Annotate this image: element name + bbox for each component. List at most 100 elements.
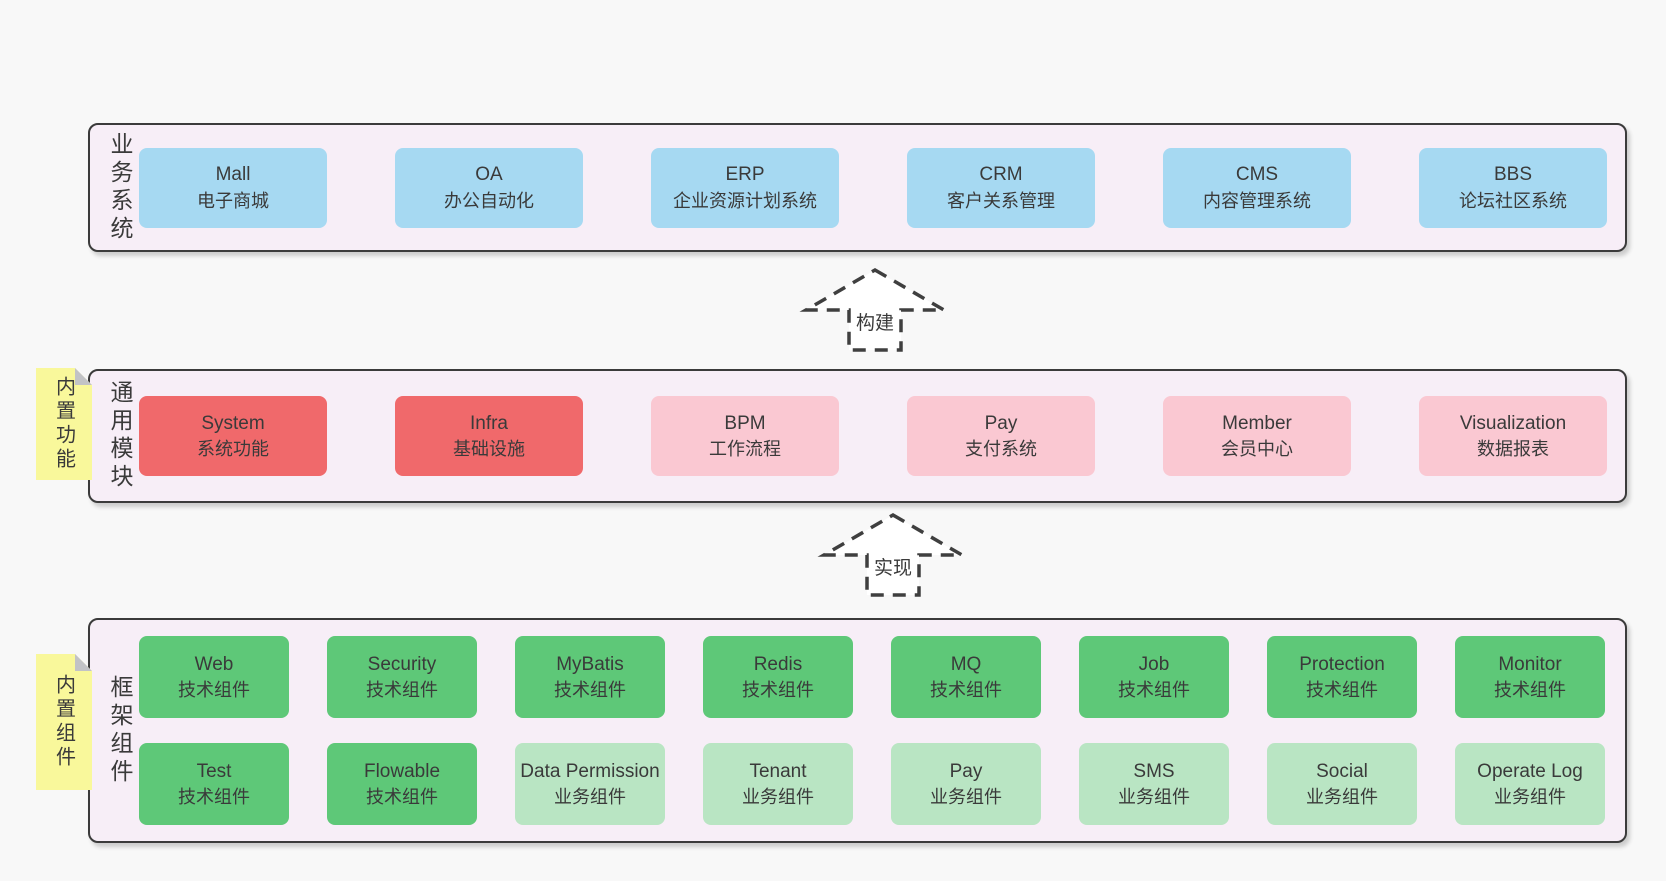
- box-subtitle: 会员中心: [1221, 439, 1293, 460]
- box-title: Visualization: [1459, 412, 1567, 434]
- sticky-note-built-in-functions: 内置功能: [36, 368, 92, 480]
- box-job: Job 技术组件: [1079, 636, 1229, 718]
- box-title: Web: [194, 653, 234, 675]
- box-mall: Mall 电子商城: [139, 147, 327, 228]
- box-subtitle: 技术组件: [742, 680, 814, 701]
- box-title: Infra: [469, 412, 509, 434]
- box-title: CRM: [979, 164, 1023, 186]
- box-infra: Infra 基础设施: [395, 396, 583, 476]
- box-subtitle: 业务组件: [930, 787, 1002, 808]
- box-title: ERP: [725, 164, 765, 186]
- components-row-2: Test 技术组件 Flowable 技术组件 Data Permission …: [139, 743, 1605, 825]
- box-protection: Protection 技术组件: [1267, 636, 1417, 718]
- layer-framework-components: 框架组件 Web 技术组件 Security 技术组件 MyBatis 技术组件…: [88, 618, 1627, 843]
- box-operate-log: Operate Log 业务组件: [1455, 743, 1605, 825]
- box-title: BPM: [724, 412, 766, 434]
- modules-box-row: System 系统功能 Infra 基础设施 BPM 工作流程 Pay 支付系统…: [133, 371, 1625, 501]
- box-data-permission: Data Permission 业务组件: [515, 743, 665, 825]
- box-subtitle: 业务组件: [554, 787, 626, 808]
- box-subtitle: 内容管理系统: [1203, 190, 1311, 211]
- box-title: MQ: [950, 653, 982, 675]
- box-flowable: Flowable 技术组件: [327, 743, 477, 825]
- layer-common-modules: 通用模块 System 系统功能 Infra 基础设施 BPM 工作流程 Pay…: [88, 369, 1627, 503]
- box-tenant: Tenant 业务组件: [703, 743, 853, 825]
- box-title: Monitor: [1498, 653, 1562, 675]
- box-subtitle: 基础设施: [453, 439, 525, 460]
- box-title: Test: [196, 760, 232, 782]
- box-web: Web 技术组件: [139, 636, 289, 718]
- box-erp: ERP 企业资源计划系统: [651, 147, 839, 228]
- box-social: Social 业务组件: [1267, 743, 1417, 825]
- box-title: Redis: [753, 653, 803, 675]
- box-title: Data Permission: [520, 760, 660, 782]
- box-test: Test 技术组件: [139, 743, 289, 825]
- components-row-1: Web 技术组件 Security 技术组件 MyBatis 技术组件 Redi…: [139, 636, 1605, 718]
- sticky-note-label: 内置功能: [52, 376, 75, 472]
- box-bbs: BBS 论坛社区系统: [1419, 147, 1607, 228]
- box-security: Security 技术组件: [327, 636, 477, 718]
- arrow-implement: 实现: [817, 511, 969, 599]
- box-pay-system: Pay 支付系统: [907, 396, 1095, 476]
- box-sms: SMS 业务组件: [1079, 743, 1229, 825]
- box-monitor: Monitor 技术组件: [1455, 636, 1605, 718]
- layer-components-label: 框架组件: [107, 674, 133, 787]
- box-title: Security: [367, 653, 437, 675]
- box-title: SMS: [1133, 760, 1175, 782]
- box-subtitle: 电子商城: [197, 190, 269, 211]
- box-bpm: BPM 工作流程: [651, 396, 839, 476]
- box-subtitle: 技术组件: [1306, 680, 1378, 701]
- arrow-build-label: 构建: [852, 308, 898, 335]
- box-subtitle: 技术组件: [178, 787, 250, 808]
- business-box-row: Mall 电子商城 OA 办公自动化 ERP 企业资源计划系统 CRM 客户关系…: [133, 125, 1625, 250]
- box-title: Pay: [949, 760, 983, 782]
- box-mq: MQ 技术组件: [891, 636, 1041, 718]
- box-title: CMS: [1235, 164, 1279, 186]
- box-subtitle: 技术组件: [366, 787, 438, 808]
- box-subtitle: 技术组件: [366, 680, 438, 701]
- box-subtitle: 数据报表: [1477, 439, 1549, 460]
- box-cms: CMS 内容管理系统: [1163, 147, 1351, 228]
- arrow-build: 构建: [799, 266, 951, 354]
- box-title: Pay: [984, 412, 1018, 434]
- box-subtitle: 客户关系管理: [947, 190, 1055, 211]
- box-subtitle: 系统功能: [197, 439, 269, 460]
- sticky-note-label: 内置组件: [52, 674, 75, 770]
- box-title: Operate Log: [1477, 760, 1583, 782]
- box-subtitle: 企业资源计划系统: [673, 190, 817, 211]
- box-title: Protection: [1299, 653, 1385, 675]
- box-title: BBS: [1493, 164, 1533, 186]
- box-title: Tenant: [749, 760, 807, 782]
- box-mybatis: MyBatis 技术组件: [515, 636, 665, 718]
- box-system: System 系统功能: [139, 396, 327, 476]
- layer-business-systems: 业务系统 Mall 电子商城 OA 办公自动化 ERP 企业资源计划系统 CRM…: [88, 123, 1627, 252]
- box-subtitle: 技术组件: [554, 680, 626, 701]
- box-visualization: Visualization 数据报表: [1419, 396, 1607, 476]
- arrow-implement-label: 实现: [870, 553, 916, 580]
- box-subtitle: 业务组件: [1494, 787, 1566, 808]
- box-oa: OA 办公自动化: [395, 147, 583, 228]
- box-title: Mall: [215, 164, 251, 186]
- box-title: MyBatis: [556, 653, 624, 675]
- box-subtitle: 论坛社区系统: [1459, 190, 1567, 211]
- box-title: Social: [1316, 760, 1368, 782]
- box-subtitle: 办公自动化: [444, 190, 534, 211]
- box-pay-component: Pay 业务组件: [891, 743, 1041, 825]
- layer-business-label: 业务系统: [107, 131, 133, 244]
- box-crm: CRM 客户关系管理: [907, 147, 1095, 228]
- box-subtitle: 支付系统: [965, 439, 1037, 460]
- box-subtitle: 技术组件: [1118, 680, 1190, 701]
- box-title: Flowable: [363, 760, 441, 782]
- box-subtitle: 技术组件: [1494, 680, 1566, 701]
- box-subtitle: 业务组件: [1306, 787, 1378, 808]
- box-title: Member: [1222, 412, 1292, 434]
- box-subtitle: 技术组件: [930, 680, 1002, 701]
- box-title: System: [201, 412, 265, 434]
- box-subtitle: 业务组件: [742, 787, 814, 808]
- box-subtitle: 技术组件: [178, 680, 250, 701]
- box-member: Member 会员中心: [1163, 396, 1351, 476]
- box-subtitle: 工作流程: [709, 439, 781, 460]
- components-box-grid: Web 技术组件 Security 技术组件 MyBatis 技术组件 Redi…: [133, 620, 1625, 841]
- box-title: OA: [475, 164, 503, 186]
- layer-modules-label: 通用模块: [107, 380, 133, 492]
- box-subtitle: 业务组件: [1118, 787, 1190, 808]
